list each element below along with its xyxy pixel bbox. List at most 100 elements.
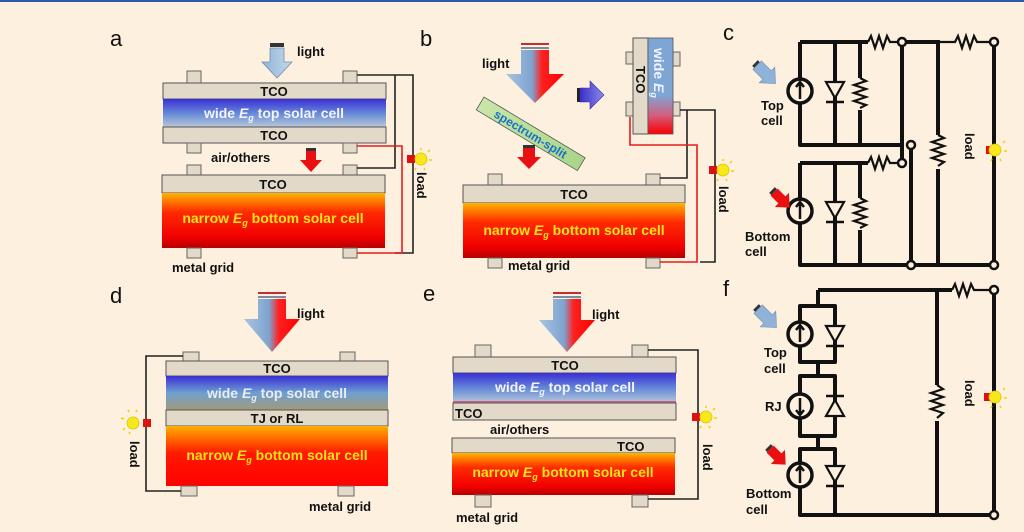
red-light-arrow-icon xyxy=(300,148,322,172)
tco-label: TCO xyxy=(455,406,482,421)
series-resistor-icon xyxy=(940,32,994,52)
top-cell-label: wide Eg top solar cell xyxy=(494,379,635,397)
bottom-cell-label: narrow Eg bottom solar cell xyxy=(472,464,653,482)
metal-grid-contact xyxy=(342,247,358,259)
tco-label: TCO xyxy=(263,361,290,376)
series-resistor-icon xyxy=(867,153,902,173)
circuit-wire xyxy=(680,109,716,263)
metal-grid-label: metal grid xyxy=(456,510,518,525)
circuit-wire-red xyxy=(629,117,698,263)
circuit-wire-red xyxy=(357,145,403,254)
circuit-wire xyxy=(798,163,911,267)
top-photon-arrow-icon xyxy=(752,60,776,84)
metal-grid-contact xyxy=(645,173,661,186)
metal-grid-contact xyxy=(186,247,202,259)
top-cell-label-2: cell xyxy=(761,113,783,128)
current-source-icon xyxy=(786,197,814,225)
side-cell-label: wide Eg xyxy=(649,47,667,98)
metal-grid-contact xyxy=(337,485,355,497)
metal-grid-contact xyxy=(186,164,202,176)
wide-bandgap-top-cell xyxy=(163,99,386,127)
gap-label: air/others xyxy=(490,422,549,437)
metal-grid-contact xyxy=(474,494,492,508)
rj-label: RJ xyxy=(765,399,782,414)
bottom-cell-label-2: cell xyxy=(745,244,767,259)
metal-grid-contact xyxy=(487,257,503,269)
bottom-cell-label: narrow Eg bottom solar cell xyxy=(483,222,664,240)
panel-letter-e: e xyxy=(423,281,435,306)
tco-label: TCO xyxy=(260,128,287,143)
metal-grid-label: metal grid xyxy=(172,260,234,275)
wide-bandgap-top-cell xyxy=(166,376,388,410)
metal-grid-contact xyxy=(487,173,503,186)
light-label: light xyxy=(297,44,325,59)
light-bulb-icon xyxy=(692,406,717,429)
light-arrow-icon xyxy=(261,43,293,79)
load-label: load xyxy=(716,186,731,213)
top-border xyxy=(0,0,1024,2)
circuit-wire xyxy=(357,74,414,254)
tco-label: TCO xyxy=(617,439,644,454)
light-bulb-icon xyxy=(986,140,1007,162)
series-resistor-icon xyxy=(951,280,994,300)
panel-letter-f: f xyxy=(723,276,730,301)
panel-letter-a: a xyxy=(110,26,123,51)
light-arrow-icon xyxy=(244,292,300,352)
bottom-cell-label-2: cell xyxy=(746,502,768,517)
metal-grid-contact xyxy=(342,70,358,84)
metal-grid-contact xyxy=(339,351,356,362)
metal-grid-contact xyxy=(672,51,681,67)
light-bulb-icon xyxy=(407,148,432,171)
circuit-wire xyxy=(902,40,994,267)
panel-e: e light TCO wide Eg top solar cell TCO a… xyxy=(423,281,717,525)
metal-grid-contact xyxy=(625,51,634,65)
diode-icon xyxy=(824,324,846,348)
blue-light-arrow-icon xyxy=(577,80,605,110)
load-label: load xyxy=(962,380,977,407)
top-cell-label: Top xyxy=(761,98,784,113)
panel-f: f xyxy=(723,276,1007,521)
current-source-icon xyxy=(786,461,814,489)
light-label: light xyxy=(592,307,620,322)
cell-edge xyxy=(453,401,676,403)
circuit-wire xyxy=(357,75,396,169)
metal-grid-contact xyxy=(631,344,649,358)
top-cell-label-2: cell xyxy=(764,361,786,376)
bottom-photon-arrow-icon xyxy=(765,444,786,465)
shunt-resistor-icon xyxy=(850,197,870,229)
bottom-cell-label: Bottom xyxy=(746,486,792,501)
panel-a: a light TCO wide Eg top solar cell TCO a… xyxy=(110,26,432,275)
bottom-cell-label: Bottom xyxy=(745,229,791,244)
current-source-icon xyxy=(786,77,814,105)
circuit-node-icons xyxy=(988,284,1000,521)
circuit-wire xyxy=(660,110,688,179)
panel-c: c Top cell xyxy=(723,20,1007,271)
metal-grid-label: metal grid xyxy=(508,258,570,273)
diode-icon xyxy=(824,200,846,224)
diode-icon xyxy=(824,80,846,104)
light-label: light xyxy=(297,306,325,321)
diode-icon xyxy=(824,464,846,488)
panel-b: b light spectrum-split xyxy=(420,26,734,273)
bottom-cell-label: narrow Eg bottom solar cell xyxy=(182,210,363,228)
side-top-cell: TCO wide Eg xyxy=(625,37,681,135)
top-cell-label: wide Eg top solar cell xyxy=(206,385,347,403)
narrow-bandgap-bottom-cell xyxy=(166,426,388,486)
metal-grid-contact xyxy=(672,101,681,117)
tco-label: TCO xyxy=(560,187,587,202)
tco-layer xyxy=(452,402,677,421)
top-cell-label: wide Eg top solar cell xyxy=(203,105,344,123)
metal-grid-contact xyxy=(645,257,661,269)
light-arrow-icon xyxy=(539,292,595,352)
circuit-wire xyxy=(798,42,902,147)
narrow-bandgap-bottom-cell xyxy=(452,453,675,495)
tco-layer xyxy=(162,126,387,144)
metal-grid-contact xyxy=(180,485,198,497)
tco-label: TCO xyxy=(259,177,286,192)
wide-bandgap-top-cell xyxy=(453,373,676,403)
circuit-wire xyxy=(648,349,699,500)
circuit-wire xyxy=(816,288,994,517)
panel-letter-d: d xyxy=(110,283,122,308)
panel-letter-c: c xyxy=(723,20,734,45)
